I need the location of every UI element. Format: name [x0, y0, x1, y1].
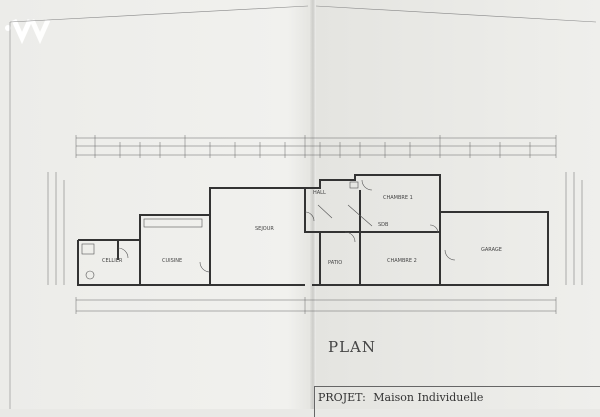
watermark-logo [5, 18, 51, 44]
walls [77, 174, 549, 286]
room-chambre-1: CHAMBRE 1 [383, 195, 413, 201]
room-patio: PATIO [328, 260, 342, 266]
dimension-lines-side [47, 172, 583, 285]
project-line: PROJET: Maison Individuelle [318, 391, 483, 404]
room-cellier: CELLIER [102, 258, 123, 264]
room-sejour: SEJOUR [255, 226, 274, 232]
title-block [314, 386, 600, 417]
room-hall: HALL [313, 190, 326, 196]
dimension-lines-top [76, 137, 556, 156]
paper-fold [310, 0, 316, 409]
room-sdb: SDB [378, 222, 389, 228]
project-label: PROJET: [318, 391, 366, 404]
room-garage: GARAGE [481, 247, 502, 253]
room-chambre-2: CHAMBRE 2 [387, 258, 417, 264]
dimension-ticks-top [75, 135, 557, 158]
project-name: Maison Individuelle [373, 391, 484, 404]
dimension-lines-bottom [75, 297, 557, 314]
door-swings [117, 179, 456, 273]
room-cuisine: CUISINE [162, 258, 182, 264]
fixtures [81, 181, 359, 280]
plan-title: PLAN [328, 338, 377, 356]
